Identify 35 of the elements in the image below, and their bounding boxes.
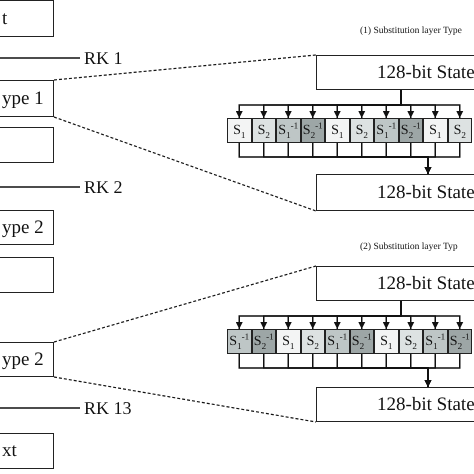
arrow: [400, 90, 464, 118]
sbox-cell: S$_{1}$: [423, 118, 448, 143]
process-box: ype 2: [0, 210, 54, 245]
zoom-line: [54, 376, 316, 423]
process-box: t: [0, 0, 54, 37]
round-key-label: RK 13: [84, 398, 132, 418]
sbox-cell: S$_{1}$: [325, 118, 350, 143]
state-box: 128-bit State: [316, 174, 474, 211]
round-key-label: RK 1: [84, 48, 123, 68]
process-box: [0, 127, 54, 163]
arrow: [400, 301, 464, 329]
sbox-cell: S$_{2}$: [300, 329, 325, 354]
layer-title: (2) Substitution layer Typ: [360, 242, 458, 252]
process-box: ype 2: [0, 342, 54, 377]
sbox-cell: S$_{2}$: [252, 118, 276, 143]
sbox-cell: S$_{2}$: [448, 118, 472, 143]
sbox-cell: S$_{2}$: [350, 118, 374, 143]
connector-line: [0, 57, 80, 59]
process-box: [0, 257, 54, 293]
process-box: xt: [0, 433, 54, 469]
state-box: 128-bit State: [316, 55, 474, 90]
state-box: 128-bit State: [316, 387, 474, 422]
state-box: 128-bit State: [316, 266, 474, 301]
sbox-cell: S$_{1}$: [227, 118, 252, 143]
zoom-line: [54, 54, 316, 81]
connector-line: [0, 186, 80, 188]
connector-line: [0, 407, 80, 409]
process-box: ype 1: [0, 80, 54, 117]
sbox-cell: S$_{2}$: [398, 329, 423, 354]
zoom-line: [54, 265, 316, 343]
round-key-label: RK 2: [84, 176, 123, 198]
sbox-cell: S$_{1}$: [374, 329, 398, 354]
sbox-cell: S$_{1}$: [276, 329, 300, 354]
zoom-line: [54, 116, 316, 212]
layer-title: (1) Substitution layer Type: [360, 26, 462, 36]
